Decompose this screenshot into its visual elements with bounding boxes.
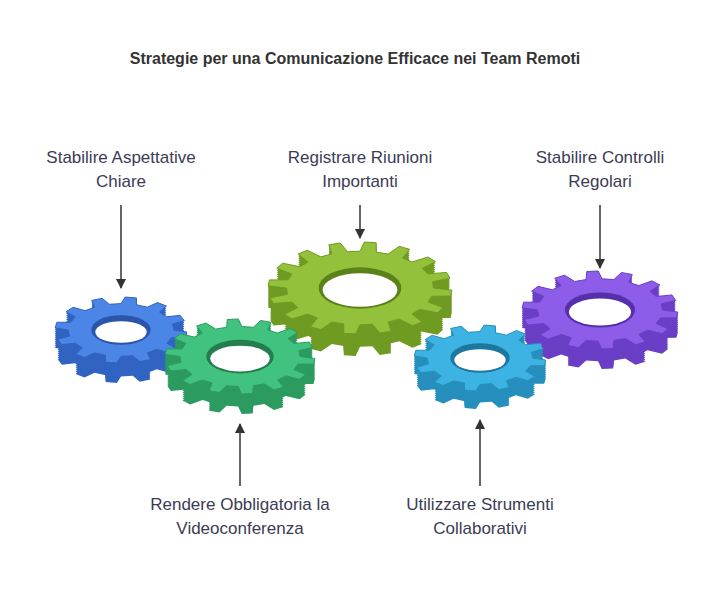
strategy-label: Stabilire Controlli Regolari <box>510 146 690 194</box>
gear-shape <box>163 317 317 416</box>
gear-face <box>268 242 452 334</box>
gear-hole <box>454 349 505 371</box>
gear-node: Rendere Obbligatoria la Videoconferenza <box>163 317 317 416</box>
gear-shape <box>412 323 548 411</box>
leader-arrow <box>239 424 241 486</box>
gear-face <box>165 319 315 394</box>
gear-hole <box>210 345 270 371</box>
strategy-label: Stabilire Aspettative Chiare <box>31 146 211 194</box>
leader-arrow <box>120 205 122 288</box>
gear-hole <box>323 273 398 306</box>
strategy-label: Rendere Obbligatoria la Videoconferenza <box>150 493 330 541</box>
gear-face <box>522 271 678 349</box>
gear-shape <box>520 269 680 371</box>
gear-hole-rim <box>91 315 150 345</box>
gear-hole-rim <box>319 267 402 308</box>
gear-hole <box>95 321 146 343</box>
diagram-title: Strategie per una Comunicazione Efficace… <box>0 50 710 68</box>
gear-hole-rim <box>565 292 635 327</box>
leader-arrow <box>599 205 601 268</box>
gear-node: Utilizzare Strumenti Collaborativi <box>412 323 548 411</box>
strategy-label: Registrare Riunioni Importanti <box>270 146 450 194</box>
gear-hole-rim <box>206 339 274 373</box>
strategy-label: Utilizzare Strumenti Collaborativi <box>390 493 570 541</box>
gear-hole <box>569 298 631 325</box>
gear-node: Stabilire Controlli Regolari <box>520 269 680 371</box>
leader-arrow <box>359 205 361 238</box>
gear-hole-rim <box>450 343 509 373</box>
leader-arrow <box>479 420 481 486</box>
